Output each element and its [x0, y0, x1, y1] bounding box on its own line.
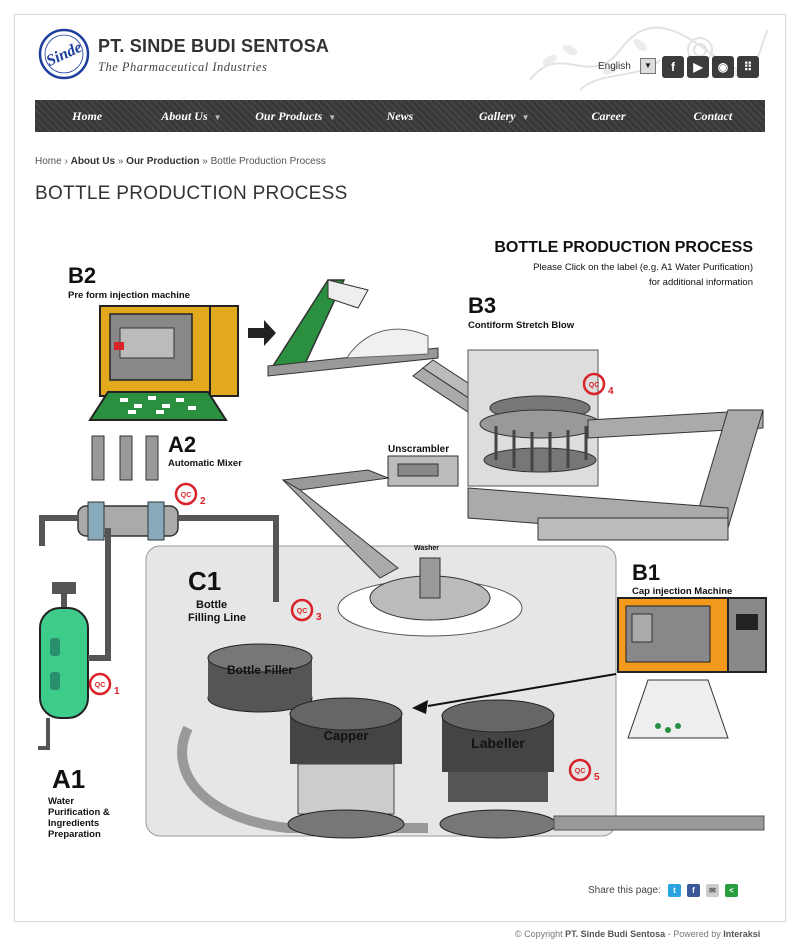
- page-title: BOTTLE PRODUCTION PROCESS: [35, 183, 348, 204]
- svg-text:Water: Water: [48, 796, 74, 807]
- labeller[interactable]: Labeller: [439, 699, 557, 839]
- company-logo[interactable]: Sinde: [38, 28, 90, 80]
- nav-news[interactable]: News: [386, 108, 414, 123]
- unscrambler[interactable]: Unscrambler: [387, 444, 459, 487]
- chevron-down-icon: ▼: [521, 112, 530, 122]
- svg-text:Pre form injection machine: Pre form injection machine: [68, 290, 190, 301]
- facebook-icon[interactable]: f: [662, 56, 684, 78]
- svg-text:B2: B2: [68, 263, 96, 288]
- svg-text:Unscrambler: Unscrambler: [388, 444, 449, 455]
- svg-text:QC: QC: [575, 768, 586, 775]
- nav-our-products[interactable]: Our Products▼: [255, 108, 337, 123]
- twitter-icon[interactable]: t: [668, 884, 681, 897]
- svg-text:Labeller: Labeller: [471, 735, 525, 751]
- language-dropdown[interactable]: ▼: [640, 58, 656, 74]
- company-tagline: The Pharmaceutical Industries: [98, 60, 268, 74]
- svg-text:Cap injection Machine: Cap injection Machine: [632, 586, 732, 597]
- breadcrumb: Home › About Us » Our Production » Bottl…: [35, 156, 326, 167]
- svg-text:1: 1: [114, 686, 120, 697]
- svg-text:A1: A1: [52, 764, 85, 794]
- main-nav: Home About Us▼ Our Products▼ News Galler…: [35, 100, 765, 132]
- brand: PT. SINDE BUDI SENTOSA The Pharmaceutica…: [98, 36, 329, 75]
- qc-marker-3[interactable]: QC 3: [290, 598, 322, 623]
- svg-text:QC: QC: [297, 608, 308, 615]
- nav-home[interactable]: Home: [72, 108, 103, 123]
- share-icon[interactable]: <: [725, 884, 738, 897]
- footer-company: PT. Sinde Budi Sentosa: [565, 929, 666, 939]
- svg-text:Bottle: Bottle: [196, 599, 227, 611]
- qc-marker-4[interactable]: QC 4: [582, 372, 614, 397]
- qc-marker-5[interactable]: QC 5: [568, 758, 600, 783]
- a2-automatic-mixer[interactable]: A2 Automatic Mixer: [77, 432, 242, 541]
- svg-text:Ingredients: Ingredients: [48, 818, 99, 829]
- b2-preform-machine[interactable]: B2 Pre form injection machine: [68, 263, 239, 421]
- nav-career[interactable]: Career: [591, 108, 626, 123]
- diagram-heading: BOTTLE PRODUCTION PROCESS: [494, 239, 753, 256]
- svg-text:B3: B3: [468, 293, 496, 318]
- svg-text:Preparation: Preparation: [48, 829, 101, 840]
- youtube-icon[interactable]: ▶: [687, 56, 709, 78]
- footer: © Copyright PT. Sinde Budi Sentosa - Pow…: [515, 929, 761, 939]
- capper[interactable]: Capper: [287, 697, 405, 839]
- diagram-instruction-2: for additional information: [649, 277, 753, 288]
- b3-stretch-blow[interactable]: B3 Contiform Stretch Blow: [467, 293, 601, 487]
- svg-text:A2: A2: [168, 432, 196, 457]
- share-label: Share this page:: [588, 885, 661, 896]
- svg-text:4: 4: [608, 386, 614, 397]
- chevron-down-icon: ▼: [213, 112, 222, 122]
- svg-text:3: 3: [316, 612, 322, 623]
- c1-bottle-filling-line[interactable]: C1 Bottle Filling Line: [188, 566, 246, 624]
- email-icon[interactable]: ✉: [706, 884, 719, 897]
- svg-text:QC: QC: [589, 382, 600, 389]
- language-label: English: [598, 61, 631, 72]
- diagram-instruction-1: Please Click on the label (e.g. A1 Water…: [533, 262, 753, 273]
- footer-powered-by-link[interactable]: Interaksi: [723, 929, 761, 939]
- svg-text:Contiform Stretch Blow: Contiform Stretch Blow: [468, 320, 575, 331]
- production-diagram: BOTTLE PRODUCTION PROCESS Please Click o…: [38, 239, 767, 840]
- bottle-conveyor: [467, 409, 764, 541]
- svg-text:5: 5: [594, 772, 600, 783]
- svg-text:Automatic Mixer: Automatic Mixer: [168, 458, 242, 469]
- nav-gallery[interactable]: Gallery▼: [478, 108, 530, 123]
- breadcrumb-current: Bottle Production Process: [210, 156, 326, 167]
- svg-text:Purification &: Purification &: [48, 807, 110, 818]
- rss-icon[interactable]: ◉: [712, 56, 734, 78]
- svg-text:Capper: Capper: [324, 728, 369, 743]
- qc-marker-2[interactable]: QC 2: [174, 482, 206, 507]
- grid-icon[interactable]: ⠿: [737, 56, 759, 78]
- bottle-filler[interactable]: Bottle Filler: [207, 643, 313, 713]
- svg-text:C1: C1: [188, 566, 221, 596]
- svg-text:Washer: Washer: [414, 545, 439, 552]
- a1-water-purification[interactable]: A1 Water Purification & Ingredients Prep…: [39, 582, 110, 840]
- washer[interactable]: Washer: [337, 545, 523, 637]
- nav-about-us[interactable]: About Us▼: [161, 108, 222, 123]
- breadcrumb-home[interactable]: Home: [35, 156, 62, 167]
- company-name: PT. SINDE BUDI SENTOSA: [98, 36, 330, 56]
- svg-text:QC: QC: [181, 492, 192, 499]
- breadcrumb-about-us[interactable]: About Us: [70, 156, 116, 167]
- chevron-down-icon: ▼: [328, 112, 337, 122]
- b1-cap-injection-machine[interactable]: B1 Cap injection Machine: [617, 560, 767, 739]
- breadcrumb-our-production[interactable]: Our Production: [126, 156, 200, 167]
- svg-text:2: 2: [200, 496, 206, 507]
- nav-contact[interactable]: Contact: [693, 108, 733, 123]
- svg-text:Filling Line: Filling Line: [188, 612, 246, 624]
- arrow-icon: [248, 320, 276, 346]
- svg-text:QC: QC: [95, 682, 106, 689]
- svg-text:Bottle Filler: Bottle Filler: [227, 663, 293, 677]
- svg-text:B1: B1: [632, 560, 660, 585]
- qc-marker-1[interactable]: QC 1: [88, 672, 120, 697]
- facebook-share-icon[interactable]: f: [687, 884, 700, 897]
